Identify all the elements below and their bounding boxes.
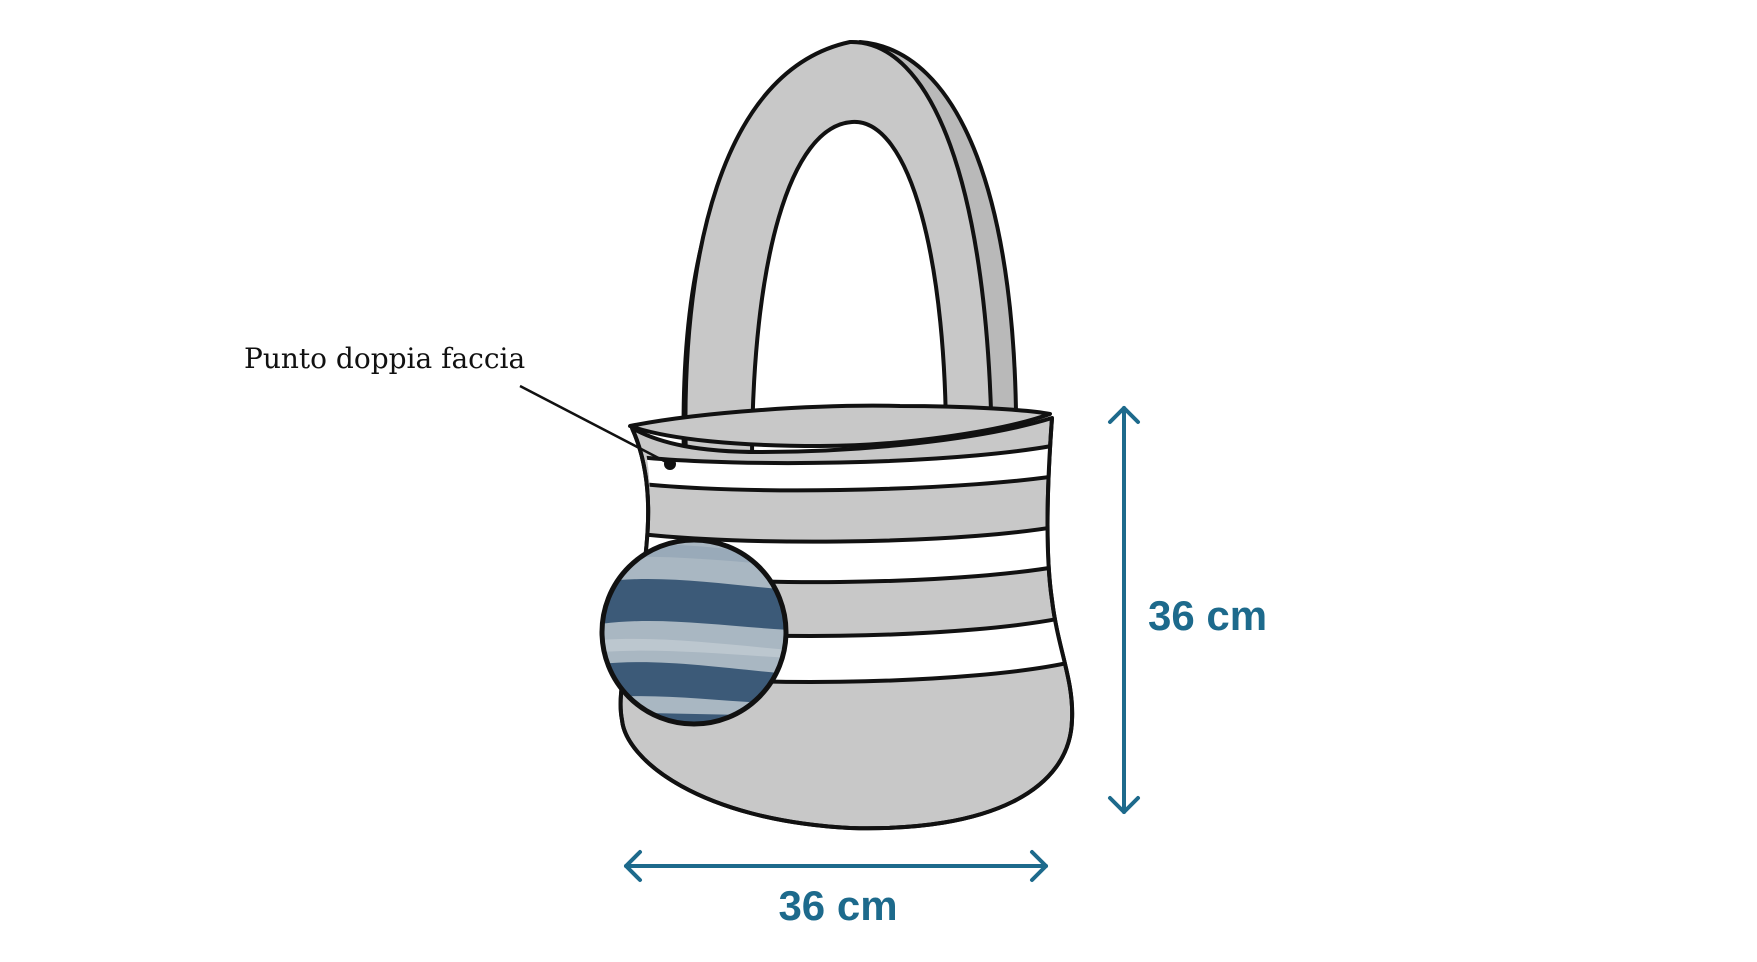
stripe xyxy=(620,437,1073,493)
height-label: 36 cm xyxy=(1148,592,1267,639)
callout: Punto doppia faccia xyxy=(244,342,676,470)
width-dimension xyxy=(624,850,1048,882)
width-label: 36 cm xyxy=(778,882,897,929)
callout-leader xyxy=(519,384,671,466)
bag-rim xyxy=(628,403,1052,448)
fabric-swatch xyxy=(599,537,789,727)
bag-handle xyxy=(681,39,1019,462)
callout-label: Punto doppia faccia xyxy=(244,342,525,375)
callout-dot xyxy=(664,458,676,470)
height-dimension xyxy=(1108,406,1140,814)
